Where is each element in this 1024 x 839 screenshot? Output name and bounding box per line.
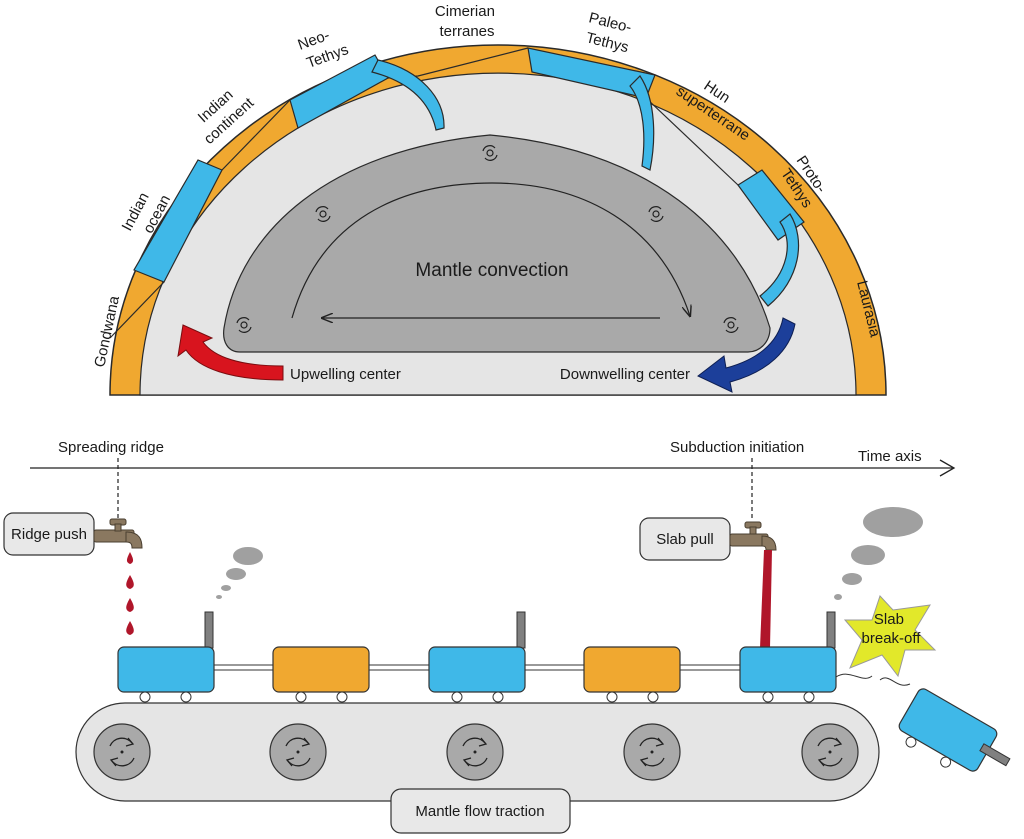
ridge-faucet-icon xyxy=(93,518,143,549)
train-car-ocean xyxy=(739,611,837,703)
slab-break-off-starburst xyxy=(843,595,937,678)
proto-tethys-slab xyxy=(759,213,800,307)
smoke-puff xyxy=(863,507,923,537)
time-axis-arrowhead xyxy=(939,459,956,477)
neo-tethys-label: Neo- Tethys xyxy=(296,22,351,72)
magma-drop xyxy=(126,552,134,564)
earth-hemisphere: Mantle convection Upwelling center Downw… xyxy=(91,3,887,396)
rotation-icons-top xyxy=(236,145,739,333)
smoke-puff xyxy=(851,545,885,565)
smoke-puffs xyxy=(216,507,923,600)
mantle-convection-cell xyxy=(223,134,771,353)
subducting-slabs xyxy=(371,59,800,307)
conveyor-analogy: Spreading ridge Subduction initiation Ti… xyxy=(3,439,1011,834)
conveyor-rollers xyxy=(93,723,859,781)
slab-break-off-line2: break-off xyxy=(862,630,922,647)
train-car-ocean xyxy=(117,611,215,703)
rotation-icon xyxy=(723,317,739,333)
time-axis-label: Time axis xyxy=(858,448,922,465)
cimerian-terranes-label-line2: terranes xyxy=(439,23,494,40)
magma-drops xyxy=(126,552,134,635)
magma-drop xyxy=(126,575,134,589)
upwelling-center-label: Upwelling center xyxy=(290,366,401,383)
slab-faucet-icon xyxy=(729,521,777,551)
roller xyxy=(269,723,327,781)
upwelling-arrow xyxy=(177,324,284,381)
smoke-puff xyxy=(226,568,246,580)
ridge-push-label: Ridge push xyxy=(11,526,87,543)
slab-pull-label: Slab pull xyxy=(656,531,714,548)
slab-break-off-line1: Slab xyxy=(874,611,904,628)
magma-stream xyxy=(760,550,772,648)
roller xyxy=(446,723,504,781)
rotation-icon xyxy=(315,206,331,222)
detached-slab-car xyxy=(898,688,1011,772)
paleo-tethys-slab xyxy=(629,75,655,171)
convection-arc-arrow xyxy=(291,182,690,318)
smoke-puff xyxy=(216,595,222,599)
broken-coupling xyxy=(879,677,911,686)
train-car-continent xyxy=(272,646,370,703)
ocean-segments xyxy=(133,47,805,283)
smoke-puff xyxy=(233,547,263,565)
subduction-initiation-label: Subduction initiation xyxy=(670,439,804,456)
smoke-puff xyxy=(842,573,862,585)
broken-coupling xyxy=(835,673,873,679)
mantle-flow-traction-label: Mantle flow traction xyxy=(415,803,544,820)
mantle-flow-traction-box xyxy=(390,788,571,834)
rotation-icon xyxy=(482,145,498,161)
train-car-ocean xyxy=(428,611,526,703)
roller xyxy=(801,723,859,781)
magma-drop xyxy=(126,621,134,635)
rotation-icon xyxy=(648,206,664,222)
smoke-puff xyxy=(221,585,231,591)
downwelling-arrow xyxy=(697,317,796,393)
train-car-continent xyxy=(583,646,681,703)
mantle-convection-label: Mantle convection xyxy=(415,260,568,281)
cimerian-terranes-label-line1: Cimerian xyxy=(435,3,495,20)
roller xyxy=(623,723,681,781)
rotation-icon xyxy=(236,317,252,333)
roller xyxy=(93,723,151,781)
paleo-tethys-label: Paleo- Tethys xyxy=(582,9,637,56)
train-cars xyxy=(117,611,837,703)
cimerian-terranes-label: Cimerian terranes xyxy=(435,3,499,40)
slab-break-off-label: Slab break-off xyxy=(862,611,922,647)
magma-drop xyxy=(126,598,134,612)
smoke-puff xyxy=(834,594,842,600)
spreading-ridge-label: Spreading ridge xyxy=(58,439,164,456)
downwelling-center-label: Downwelling center xyxy=(560,366,690,383)
neo-tethys-slab xyxy=(371,59,445,131)
